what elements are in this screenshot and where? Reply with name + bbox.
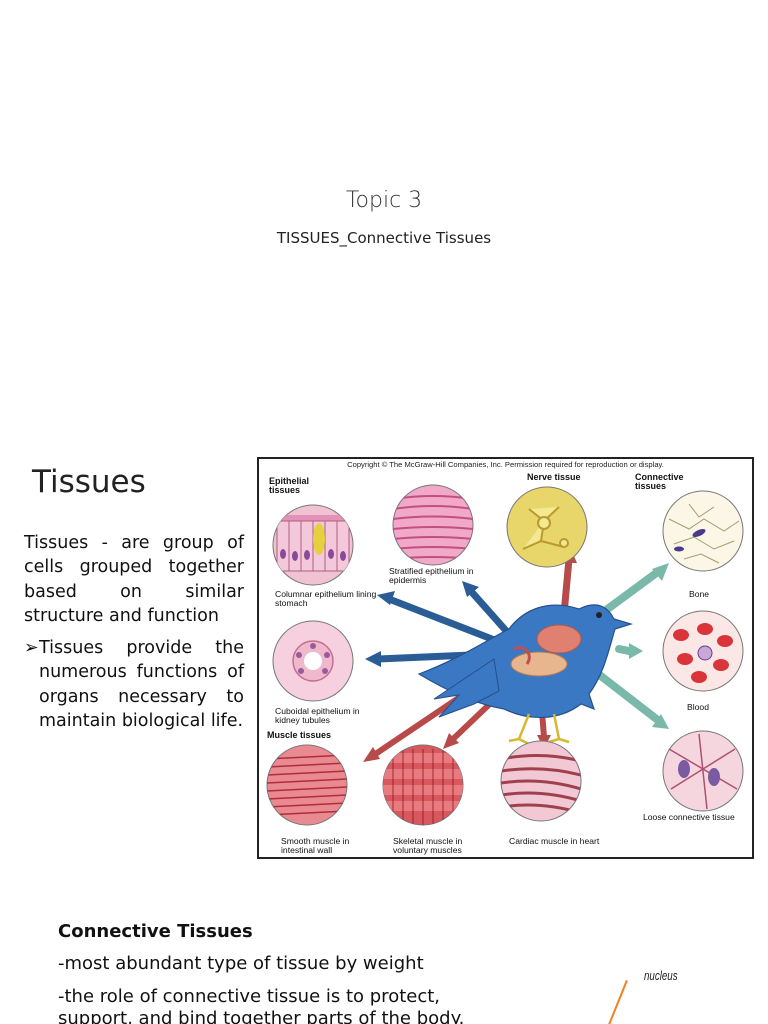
tissues-illustration xyxy=(266,484,744,826)
skeletal-muscle-image xyxy=(382,744,464,826)
cuboidal-epithelium-image xyxy=(272,620,354,702)
loose-connective-image xyxy=(662,730,744,812)
section-heading: Connective Tissues xyxy=(58,921,253,942)
columnar-epithelium-image xyxy=(272,504,354,586)
label-skeletal: Skeletal muscle in voluntary muscles xyxy=(393,836,463,855)
label-blood: Blood xyxy=(687,702,709,712)
label-bone: Bone xyxy=(689,589,710,599)
text-line-1: -most abundant type of tissue by weight xyxy=(58,953,424,974)
bone-tissue-image xyxy=(662,490,744,572)
arrow-bullet-icon: ➢ xyxy=(24,638,39,658)
text-line-3: support, and bind together parts of the … xyxy=(58,1008,465,1024)
nucleus-label: nucleus xyxy=(644,968,678,983)
label-nerve: Nerve tissue xyxy=(527,472,581,482)
label-columnar: Columnar epithelium lining stomach xyxy=(275,589,377,608)
blood-tissue-image xyxy=(662,610,744,692)
topic-title: Topic 3 xyxy=(345,188,423,213)
connective-tissues-slide: Connective Tissues -most abundant type o… xyxy=(0,880,768,1024)
label-epithelial: Epithelial tissues xyxy=(269,476,310,495)
tissues-slide: Tissues Tissues - are group of cells gro… xyxy=(0,440,768,870)
label-loose: Loose connective tissue xyxy=(643,812,735,822)
title-slide: Topic 3 TISSUES_Connective Tissues xyxy=(0,0,768,430)
nucleus-pointer-line xyxy=(607,980,628,1024)
label-stratified: Stratified epithelium in epidermis xyxy=(389,566,474,585)
bird-illustration xyxy=(417,604,634,746)
text-line-2: -the role of connective tissue is to pro… xyxy=(58,986,441,1007)
cardiac-muscle-image xyxy=(500,740,582,822)
definition-paragraph: Tissues - are group of cells grouped tog… xyxy=(24,533,244,626)
smooth-muscle-image xyxy=(266,744,348,826)
stratified-epithelium-image xyxy=(392,484,474,566)
label-cuboidal: Cuboidal epithelium in kidney tubules xyxy=(275,706,360,725)
bullet-item: ➢ Tissues provide the numerous functions… xyxy=(24,636,244,733)
bullet-text: Tissues provide the numerous functions o… xyxy=(39,638,244,731)
nerve-tissue-image xyxy=(506,486,588,568)
label-cardiac: Cardiac muscle in heart xyxy=(509,836,600,846)
topic-subtitle: TISSUES_Connective Tissues xyxy=(276,229,492,247)
tissues-figure: Copyright © The McGraw-Hill Companies, I… xyxy=(257,457,754,859)
label-smooth: Smooth muscle in intestinal wall xyxy=(281,836,350,855)
label-muscle: Muscle tissues xyxy=(267,730,332,740)
slide-heading: Tissues xyxy=(32,464,146,500)
figure-copyright: Copyright © The McGraw-Hill Companies, I… xyxy=(347,460,664,469)
label-connective: Connective tissues xyxy=(635,472,684,491)
